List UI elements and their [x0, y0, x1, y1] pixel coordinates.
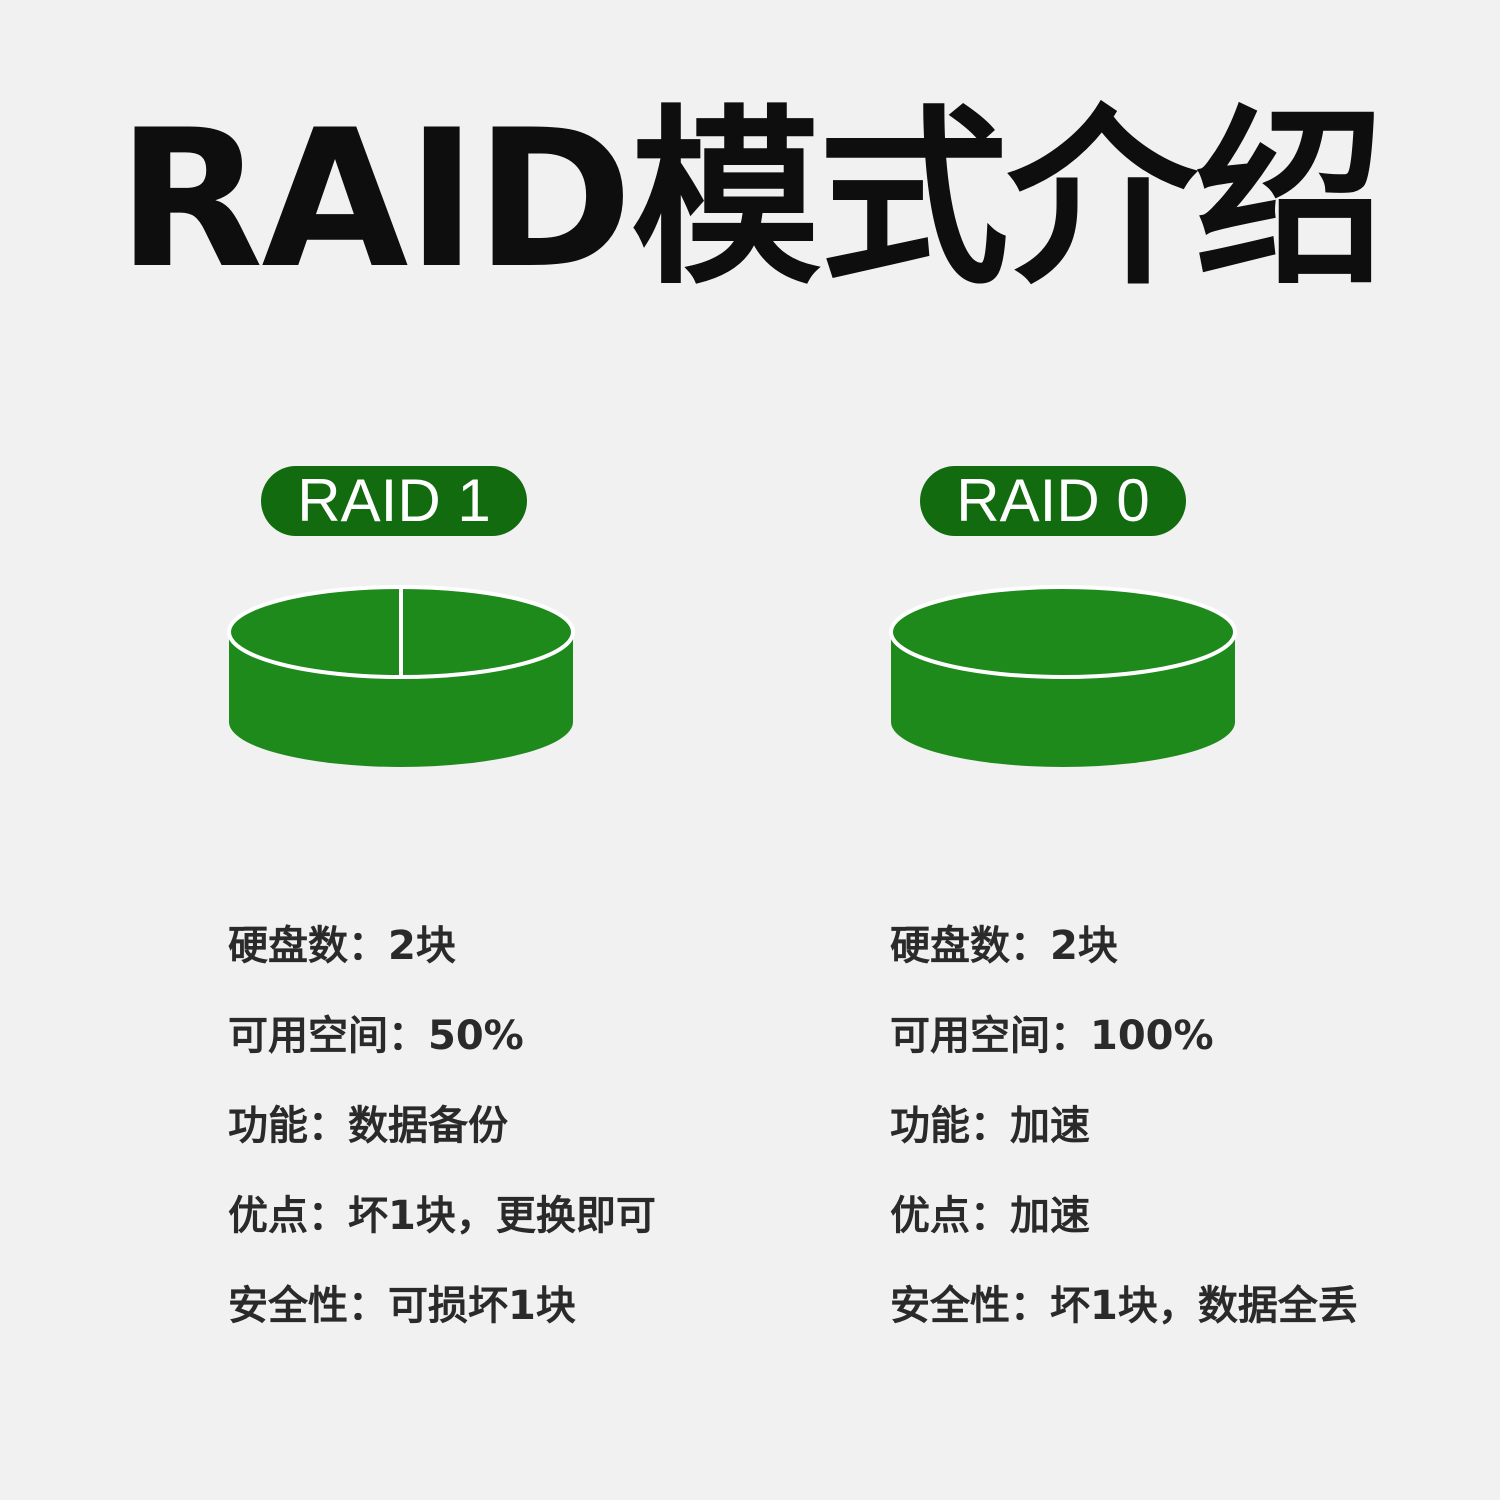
raid0-spec-list: 硬盘数：2块 可用空间：100% 功能：加速 优点：加速 安全性：坏1块，数据全… — [890, 917, 1358, 1367]
raid0-spec-safety: 安全性：坏1块，数据全丢 — [890, 1283, 1358, 1329]
raid1-spec-list: 硬盘数：2块 可用空间：50% 功能：数据备份 优点：坏1块，更换即可 安全性：… — [228, 917, 656, 1367]
raid1-badge: RAID 1 — [261, 466, 527, 536]
raid0-badge: RAID 0 — [920, 466, 1186, 536]
raid0-spec-advantage: 优点：加速 — [890, 1193, 1090, 1239]
raid0-spec-function: 功能：加速 — [890, 1103, 1090, 1149]
raid0-disk-icon — [889, 585, 1237, 767]
raid1-spec-function: 功能：数据备份 — [228, 1103, 508, 1149]
raid1-column: RAID 1 硬盘数：2块 可用空间：50% 功能：数据备份 优点：坏1块，更换… — [227, 462, 848, 1362]
raid0-spec-disks: 硬盘数：2块 — [890, 923, 1118, 969]
raid1-spec-space: 可用空间：50% — [228, 1013, 524, 1059]
raid1-spec-disks: 硬盘数：2块 — [228, 923, 456, 969]
raid0-disk-top — [889, 585, 1237, 679]
raid1-spec-safety: 安全性：可损坏1块 — [228, 1283, 576, 1329]
raid0-spec-space: 可用空间：100% — [890, 1013, 1214, 1059]
raid1-spec-advantage: 优点：坏1块，更换即可 — [228, 1193, 656, 1239]
page-title: RAID模式介绍 — [117, 89, 1385, 310]
raid1-disk-icon — [227, 585, 575, 767]
raid0-column: RAID 0 硬盘数：2块 可用空间：100% 功能：加速 优点：加速 安全性：… — [889, 462, 1500, 1362]
